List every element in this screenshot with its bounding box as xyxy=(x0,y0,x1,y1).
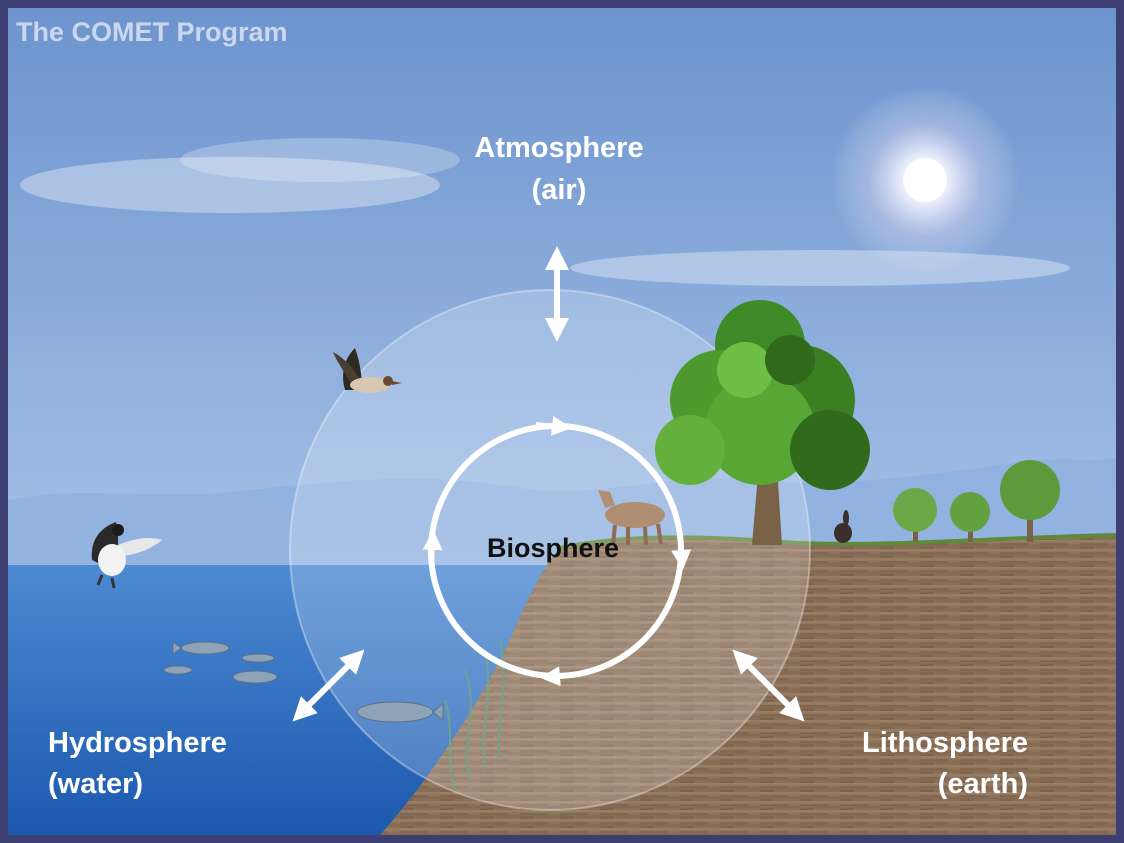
sun-icon xyxy=(830,85,1020,275)
rabbit-icon xyxy=(834,510,852,543)
atmosphere-note: (air) xyxy=(532,174,587,206)
seaweed-icon xyxy=(444,639,505,791)
deer-icon xyxy=(598,490,665,546)
tree-icon xyxy=(655,300,870,545)
grass-edge xyxy=(559,533,1117,550)
tree-icon xyxy=(893,460,1060,542)
arrow-hydrosphere xyxy=(292,649,365,722)
duck-icon xyxy=(91,522,162,589)
credit-text: The COMET Program xyxy=(16,17,288,47)
clouds xyxy=(20,138,1070,286)
fish-icon xyxy=(163,641,444,723)
arrow-lithosphere xyxy=(732,649,805,722)
duck-icon xyxy=(333,348,402,393)
lithosphere-label: Lithosphere xyxy=(862,727,1028,759)
atmosphere-label: Atmosphere xyxy=(474,132,643,164)
lithosphere-note: (earth) xyxy=(938,768,1028,800)
biosphere-label: Biosphere xyxy=(487,533,619,563)
hydrosphere-label: Hydrosphere xyxy=(48,727,227,759)
hydrosphere-note: (water) xyxy=(48,768,143,800)
biosphere-cycle xyxy=(422,415,692,687)
